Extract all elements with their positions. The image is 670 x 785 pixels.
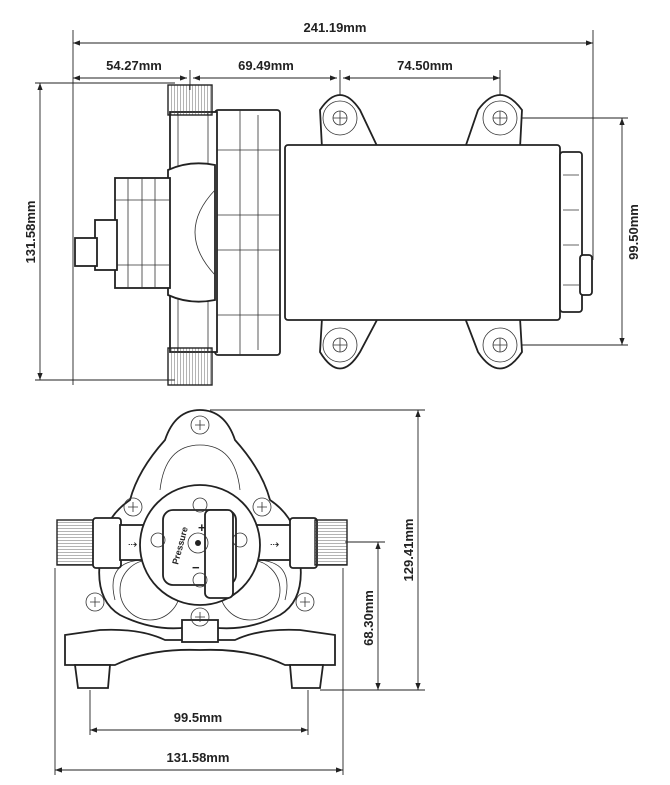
pump-head	[167, 109, 281, 356]
dimension-front-foot-spacing: 99.5mm	[89, 690, 309, 735]
overall-width-label: 131.58mm	[23, 201, 38, 264]
head-segment-label: 69.49mm	[238, 58, 294, 73]
front-overall-width-label: 131.58mm	[167, 750, 230, 765]
motor-end-cap	[559, 151, 593, 313]
screw-icons	[85, 415, 315, 627]
dimension-foot-spacing: 99.50mm	[520, 117, 641, 346]
foot-spacing-label: 99.50mm	[626, 204, 641, 260]
inlet-segment-label: 54.27mm	[106, 58, 162, 73]
motor-housing	[284, 144, 561, 321]
inlet-port-thread	[167, 84, 213, 116]
front-view: ⇢ ⇢ Pressure + − 129.	[54, 409, 425, 775]
front-foot-spacing-label: 99.5mm	[174, 710, 222, 725]
flow-arrow-left-icon: ⇢	[128, 538, 137, 551]
mounting-feet	[319, 94, 523, 370]
dimension-front-overall-width: 131.58mm	[54, 568, 344, 775]
overall-height-label: 129.41mm	[401, 519, 416, 582]
left-foot	[73, 664, 111, 689]
overall-length-label: 241.19mm	[304, 20, 367, 35]
minus-sign: −	[192, 560, 200, 575]
pressure-switch-side	[74, 177, 171, 289]
dimension-overall-length: 241.19mm	[72, 20, 594, 385]
pressure-adjust-knob[interactable]	[204, 509, 234, 599]
dimension-segments: 54.27mm 69.49mm 74.50mm	[73, 58, 501, 105]
bottom-tab	[181, 619, 219, 643]
left-port-thread	[56, 519, 96, 566]
dimension-overall-height: 129.41mm	[210, 409, 425, 691]
outlet-port-thread	[167, 347, 213, 386]
foot-segment-label: 74.50mm	[397, 58, 453, 73]
dimension-overall-width: 131.58mm	[23, 82, 175, 381]
dimension-port-height: 68.30mm	[345, 541, 385, 690]
right-foot	[289, 664, 325, 689]
flow-arrow-right-icon: ⇢	[270, 538, 279, 551]
port-height-label: 68.30mm	[361, 590, 376, 646]
right-port-thread	[314, 519, 348, 566]
top-view: 241.19mm 54.27mm 69.49mm 74.50mm 131.58m…	[23, 20, 641, 386]
plus-sign: +	[198, 520, 206, 535]
